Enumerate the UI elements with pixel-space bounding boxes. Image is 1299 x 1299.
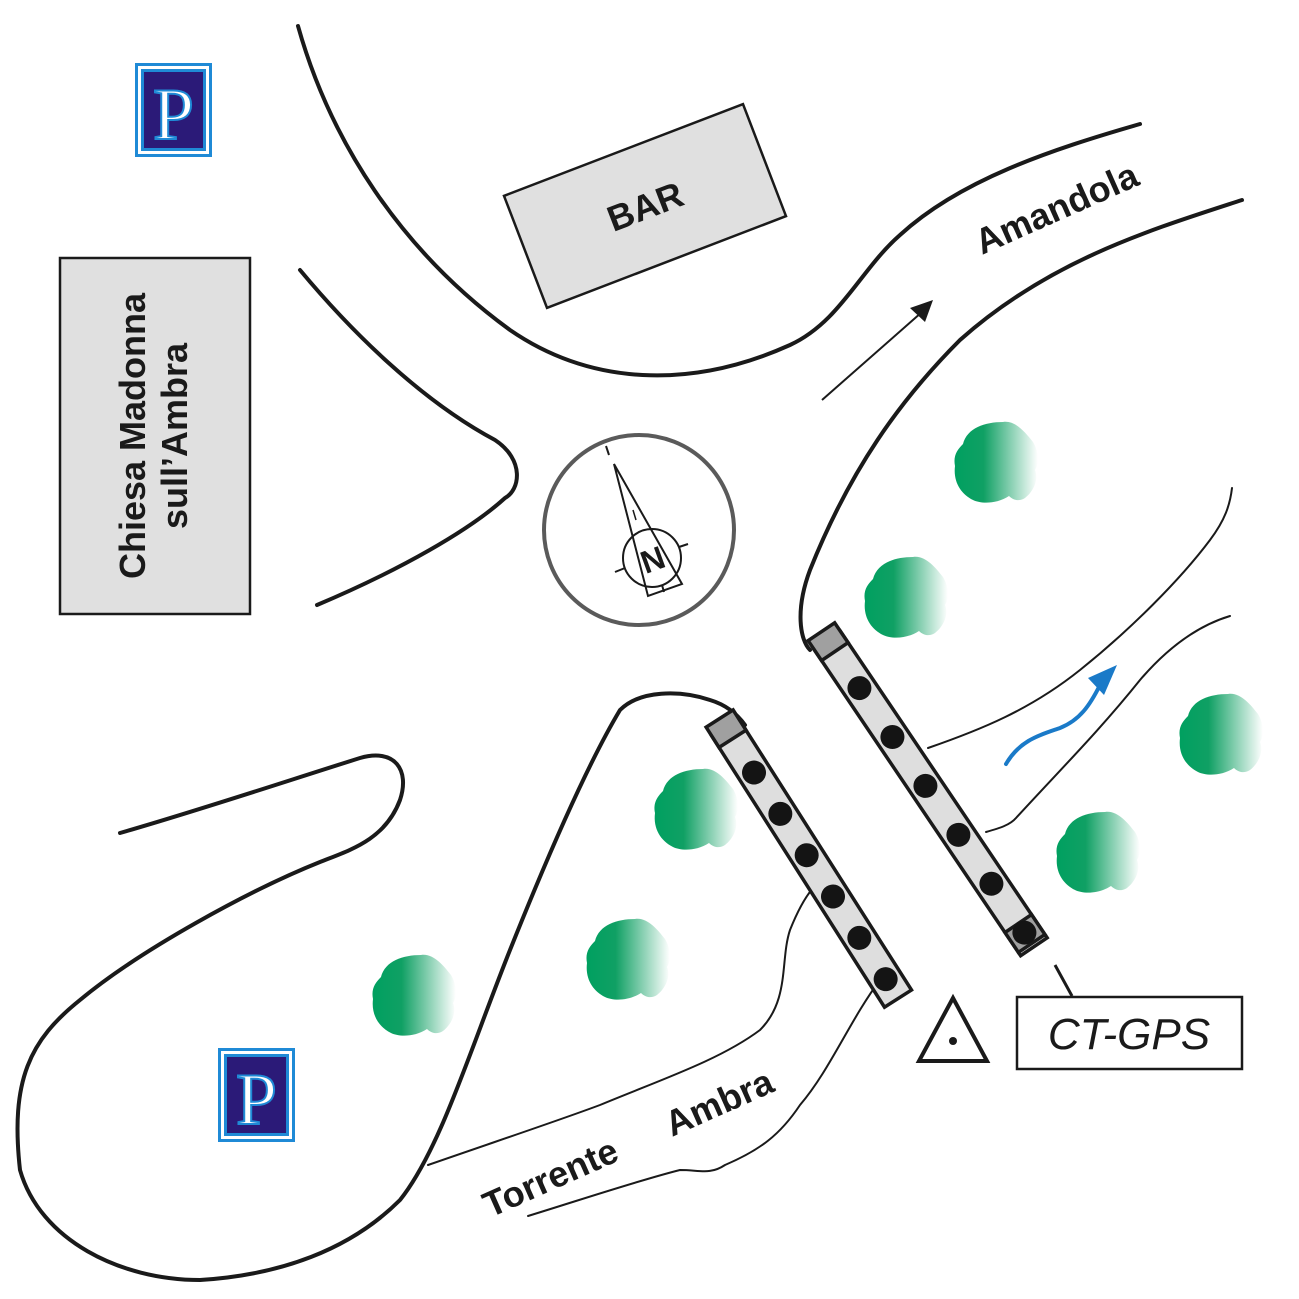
compass-north-letter: N xyxy=(636,539,670,581)
river-label-word1: Torrente xyxy=(477,1130,625,1226)
ct-gps-station-label: CT-GPS xyxy=(1015,995,1244,1071)
geophone xyxy=(873,967,898,992)
seismic-line-1 xyxy=(703,707,914,1010)
parking-symbol: P xyxy=(153,74,194,156)
river xyxy=(427,487,1233,1217)
tree-icon xyxy=(586,918,670,1000)
geophone xyxy=(946,822,971,847)
parking-sign-icon: P xyxy=(135,63,212,157)
road-north-inner-edge xyxy=(298,268,519,607)
tree-icon xyxy=(1179,693,1263,775)
geophone xyxy=(820,884,845,909)
river-flow-arrow-icon xyxy=(1004,665,1117,766)
church-building: Chiesa Madonna sull’Ambra xyxy=(58,256,252,616)
road-destination-label: Amandola xyxy=(969,154,1146,263)
geophone xyxy=(913,773,938,798)
river-bank-south-lower xyxy=(527,979,881,1217)
church-label-line1: Chiesa Madonna xyxy=(112,292,153,579)
tree-icon xyxy=(372,954,456,1036)
geophone xyxy=(742,760,767,785)
geophone xyxy=(1012,920,1037,945)
geophone xyxy=(768,801,793,826)
bar-building: BAR xyxy=(502,102,788,310)
geophone xyxy=(847,925,872,950)
seismic-line-2 xyxy=(805,620,1050,959)
geophone xyxy=(847,676,872,701)
geophone xyxy=(794,843,819,868)
triangle-station-icon xyxy=(915,993,991,1063)
tree-icon xyxy=(864,556,948,638)
road-north-outer-edge xyxy=(296,24,1142,378)
river-label-word2: Ambra xyxy=(659,1060,781,1144)
tree-icon xyxy=(1056,811,1140,893)
roads xyxy=(15,24,1244,1282)
road-east-edge xyxy=(798,198,1244,652)
road-direction-arrow-icon xyxy=(821,300,933,401)
station-cable xyxy=(1053,964,1074,997)
river-bank-north-lower xyxy=(985,615,1231,833)
parking-symbol: P xyxy=(236,1059,277,1141)
road-south-loop xyxy=(15,691,747,1282)
ct-gps-label: CT-GPS xyxy=(1048,1010,1210,1059)
tree-icon xyxy=(654,768,738,850)
trees xyxy=(372,421,1263,1036)
north-arrow-compass-icon: N xyxy=(542,433,736,627)
parking-sign-icon: P xyxy=(218,1048,295,1142)
geophone xyxy=(979,871,1004,896)
river-bank-south-upper xyxy=(427,882,819,1166)
river-bank-north-upper xyxy=(927,487,1233,749)
church-label-line2: sull’Ambra xyxy=(154,342,195,529)
tree-icon xyxy=(954,421,1038,503)
geophone xyxy=(880,724,905,749)
